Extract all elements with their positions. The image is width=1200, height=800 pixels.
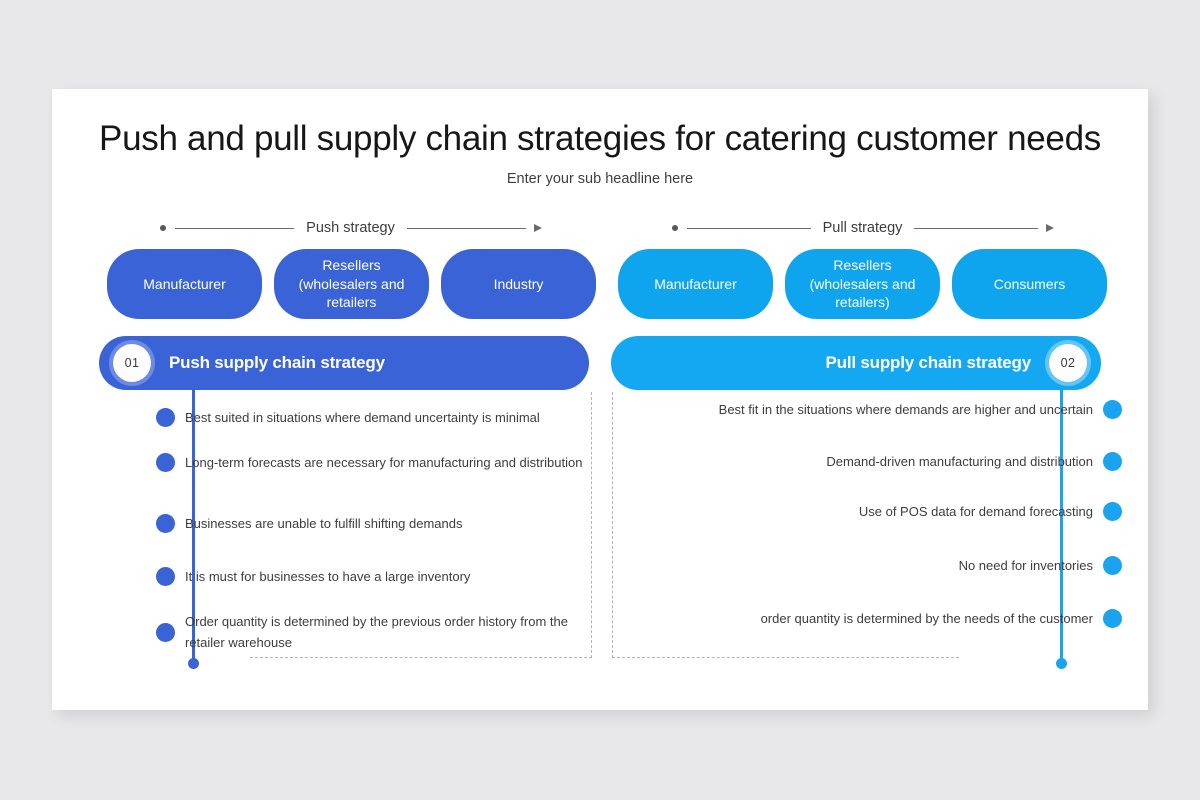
bullet-dot-icon — [156, 453, 175, 473]
arrow-start-dot-icon — [672, 225, 678, 231]
bullet-dot-icon — [156, 514, 175, 534]
list-item[interactable]: Best suited in situations where demand u… — [156, 407, 585, 428]
arrow-line-icon — [914, 227, 1039, 229]
list-item[interactable]: No need for inventories — [693, 555, 1122, 576]
pull-chain-box-consumers[interactable]: Consumers — [952, 249, 1107, 319]
pull-chain-row: Manufacturer Resellers (wholesalers and … — [618, 249, 1107, 319]
arrow-line-icon — [406, 227, 527, 229]
push-timeline-line — [188, 389, 199, 669]
slide-card: Push and pull supply chain strategies fo… — [52, 89, 1148, 710]
push-dashed-frame — [250, 392, 592, 658]
bullet-dot-icon — [1103, 452, 1122, 472]
list-item[interactable]: Best fit in the situations where demands… — [693, 399, 1122, 420]
pull-strategy-banner[interactable]: Pull supply chain strategy 02 — [611, 336, 1101, 390]
list-item[interactable]: Businesses are unable to fulfill shiftin… — [156, 513, 585, 534]
list-item-label: No need for inventories — [958, 558, 1093, 573]
list-item-label: Businesses are unable to fulfill shiftin… — [185, 516, 463, 531]
pull-banner-title: Pull supply chain strategy — [825, 353, 1032, 372]
push-step-badge: 01 — [113, 344, 151, 382]
bullet-dot-icon — [156, 622, 175, 642]
arrow-line-icon — [175, 227, 295, 229]
push-strategy-arrow-header: Push strategy — [160, 217, 543, 239]
push-chain-box-resellers[interactable]: Resellers (wholesalers and retailers — [274, 249, 429, 319]
list-item-label: Demand-driven manufacturing and distribu… — [826, 454, 1093, 469]
pull-chain-box-resellers[interactable]: Resellers (wholesalers and retailers) — [785, 249, 940, 319]
list-item[interactable]: Use of POS data for demand forecasting — [693, 501, 1122, 522]
pull-strategy-label: Pull strategy — [822, 220, 903, 236]
list-item-label: Best suited in situations where demand u… — [185, 410, 540, 425]
page-subtitle: Enter your sub headline here — [506, 171, 694, 187]
bullet-dot-icon — [1103, 400, 1122, 420]
list-item[interactable]: Demand-driven manufacturing and distribu… — [693, 451, 1122, 472]
list-item-label: Best fit in the situations where demands… — [718, 402, 1093, 417]
arrow-head-icon — [1046, 224, 1055, 232]
bullet-dot-icon — [1103, 609, 1122, 629]
push-chain-box-manufacturer[interactable]: Manufacturer — [107, 249, 262, 319]
list-item-label: Long-term forecasts are necessary for ma… — [185, 455, 583, 470]
bullet-dot-icon — [1103, 502, 1122, 522]
timeline-end-dot-icon — [1056, 658, 1067, 669]
pull-step-badge: 02 — [1049, 344, 1087, 382]
list-item[interactable]: Long-term forecasts are necessary for ma… — [156, 452, 585, 473]
timeline-end-dot-icon — [188, 658, 199, 669]
list-item-label: It is must for businesses to have a larg… — [185, 569, 471, 584]
list-item[interactable]: order quantity is determined by the need… — [693, 608, 1122, 629]
arrow-start-dot-icon — [160, 225, 166, 231]
list-item-label: Order quantity is determined by the prev… — [185, 614, 568, 651]
pull-timeline-line — [1056, 389, 1067, 669]
arrow-line-icon — [687, 227, 811, 229]
push-strategy-banner[interactable]: 01 Push supply chain strategy — [99, 336, 589, 390]
list-item-label: Use of POS data for demand forecasting — [858, 504, 1093, 519]
pull-strategy-arrow-header: Pull strategy — [672, 217, 1055, 239]
pull-dashed-frame — [612, 392, 959, 658]
list-item-label: order quantity is determined by the need… — [760, 611, 1093, 626]
list-item[interactable]: It is must for businesses to have a larg… — [156, 566, 585, 587]
push-chain-box-industry[interactable]: Industry — [441, 249, 596, 319]
page-title: Push and pull supply chain strategies fo… — [99, 119, 1101, 158]
push-banner-title: Push supply chain strategy — [169, 353, 385, 372]
bullet-dot-icon — [156, 567, 175, 587]
list-item[interactable]: Order quantity is determined by the prev… — [156, 611, 585, 653]
bullet-dot-icon — [156, 408, 175, 428]
push-chain-row: Manufacturer Resellers (wholesalers and … — [107, 249, 596, 319]
bullet-dot-icon — [1103, 556, 1122, 576]
pull-chain-box-manufacturer[interactable]: Manufacturer — [618, 249, 773, 319]
arrow-head-icon — [534, 224, 543, 232]
push-strategy-label: Push strategy — [306, 220, 395, 236]
